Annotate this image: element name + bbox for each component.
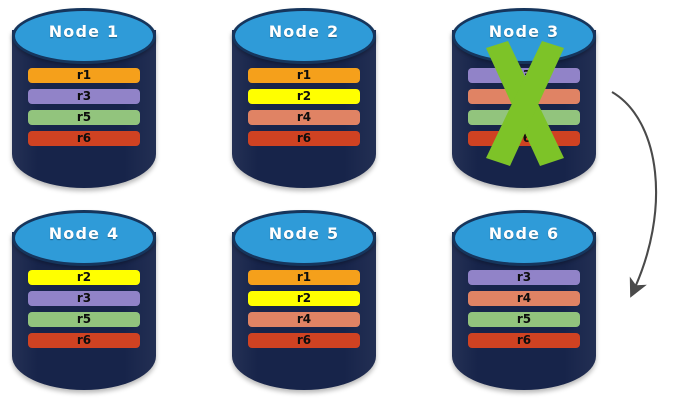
replica-row-r6[interactable]: r6: [468, 333, 580, 348]
replica-row-r1[interactable]: r1: [28, 68, 140, 83]
replica-row-r3[interactable]: r3: [468, 68, 580, 83]
replica-row-r4[interactable]: r4: [248, 110, 360, 125]
replica-row-r6[interactable]: r6: [468, 131, 580, 146]
replica-row-r4[interactable]: r4: [468, 291, 580, 306]
replica-row-list: r2 r3 r5 r6: [12, 266, 156, 354]
replica-row-r3[interactable]: r3: [28, 89, 140, 104]
replica-row-list: r1 r2 r4 r6: [232, 266, 376, 354]
replica-row-r5[interactable]: r5: [28, 110, 140, 125]
replica-row-r2[interactable]: r2: [28, 270, 140, 285]
replica-row-r5[interactable]: r5: [468, 312, 580, 327]
replica-row-r5[interactable]: r5: [28, 312, 140, 327]
replica-row-r6[interactable]: r6: [28, 131, 140, 146]
replica-row-r5[interactable]: r5: [468, 110, 580, 125]
replica-row-r2[interactable]: r2: [248, 89, 360, 104]
replica-row-list: r3 r4 r5 r6: [452, 266, 596, 354]
failover-arrow-path: [611, 91, 658, 298]
replica-row-r6[interactable]: r6: [248, 333, 360, 348]
replica-row-r3[interactable]: r3: [28, 291, 140, 306]
replica-row-r4[interactable]: r4: [468, 89, 580, 104]
cylinder-top-ellipse: [232, 8, 376, 64]
replica-row-r4[interactable]: r4: [248, 312, 360, 327]
replica-row-r6[interactable]: r6: [248, 131, 360, 146]
replica-row-r3[interactable]: r3: [468, 270, 580, 285]
replica-row-r6[interactable]: r6: [28, 333, 140, 348]
cylinder-top-ellipse: [12, 8, 156, 64]
cylinder-top-ellipse: [452, 8, 596, 64]
replica-row-r2[interactable]: r2: [248, 291, 360, 306]
replica-row-list: r1 r2 r4 r6: [232, 64, 376, 152]
cylinder-top-ellipse: [12, 210, 156, 266]
replica-row-r1[interactable]: r1: [248, 270, 360, 285]
cylinder-top-ellipse: [232, 210, 376, 266]
cylinder-top-ellipse: [452, 210, 596, 266]
replica-row-list: r1 r3 r5 r6: [12, 64, 156, 152]
replica-row-list: r3 r4 r5 r6: [452, 64, 596, 152]
replica-row-r1[interactable]: r1: [248, 68, 360, 83]
